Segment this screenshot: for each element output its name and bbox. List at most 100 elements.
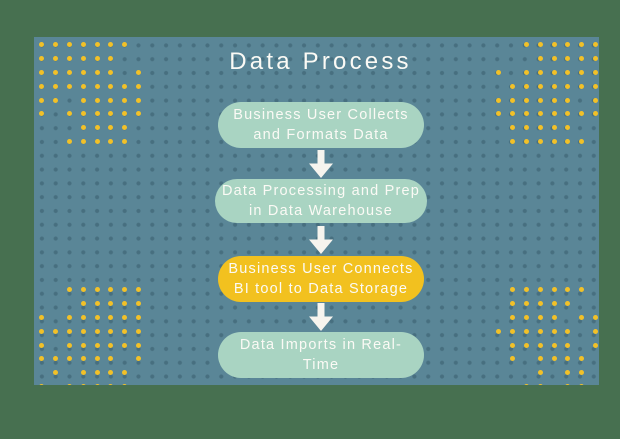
yellow-dot	[94, 384, 100, 385]
yellow-dot	[80, 287, 86, 293]
yellow-dot	[551, 56, 557, 62]
yellow-dot	[565, 370, 571, 376]
yellow-dot	[593, 315, 598, 320]
yellow-dot	[593, 56, 598, 62]
yellow-dot	[39, 56, 45, 62]
yellow-dot	[53, 56, 59, 62]
yellow-dot	[67, 315, 72, 320]
yellow-dot	[524, 342, 529, 348]
yellow-dot	[524, 125, 529, 131]
yellow-dot	[67, 42, 72, 48]
yellow-dot	[108, 111, 114, 117]
yellow-dot	[122, 42, 128, 48]
flow-step-connect-bi: Business User Connects BI tool to Data S…	[218, 256, 424, 302]
yellow-dot	[524, 139, 529, 144]
yellow-dot	[551, 125, 557, 131]
yellow-dot	[496, 111, 502, 117]
yellow-dot	[80, 70, 86, 75]
yellow-dot	[496, 328, 502, 334]
yellow-dot	[593, 328, 598, 334]
arrow-down-icon	[309, 150, 333, 178]
yellow-dot	[67, 328, 72, 334]
yellow-dot	[108, 328, 114, 334]
yellow-dot	[80, 356, 86, 362]
main-panel: Data Process Business User Collects and …	[34, 37, 599, 385]
yellow-dot	[94, 328, 100, 334]
yellow-dot	[80, 328, 86, 334]
yellow-dot	[108, 370, 114, 376]
yellow-dot	[537, 97, 543, 103]
yellow-dot	[593, 342, 598, 348]
yellow-dot	[108, 83, 114, 89]
yellow-dot	[537, 301, 543, 307]
yellow-dot	[94, 70, 100, 75]
yellow-dot	[537, 356, 543, 362]
yellow-dot	[524, 287, 529, 293]
yellow-dot	[94, 42, 100, 48]
yellow-dot	[136, 287, 141, 293]
yellow-dot	[537, 287, 543, 293]
yellow-dot	[67, 83, 72, 89]
yellow-dot	[524, 328, 529, 334]
yellow-dot	[94, 315, 100, 320]
yellow-dot	[510, 139, 516, 144]
yellow-dot	[39, 315, 45, 320]
yellow-dot	[94, 342, 100, 348]
yellow-dot	[67, 56, 72, 62]
yellow-dot	[510, 97, 516, 103]
yellow-dot	[39, 70, 45, 75]
yellow-dot	[108, 356, 114, 362]
yellow-dot	[593, 111, 598, 117]
yellow-dot	[122, 125, 128, 131]
yellow-dot	[510, 301, 516, 307]
yellow-dot	[80, 315, 86, 320]
corner-dots-top-right	[492, 38, 599, 149]
yellow-dot	[80, 139, 86, 144]
yellow-dot	[94, 301, 100, 307]
yellow-dot	[80, 111, 86, 117]
yellow-dot	[67, 70, 72, 75]
yellow-dot	[551, 287, 557, 293]
yellow-dot	[122, 97, 128, 103]
yellow-dot	[510, 83, 516, 89]
yellow-dot	[122, 111, 128, 117]
yellow-dot	[510, 356, 516, 362]
yellow-dot	[67, 111, 72, 117]
yellow-dot	[39, 97, 45, 103]
yellow-dot	[565, 97, 571, 103]
yellow-dot	[53, 97, 59, 103]
yellow-dot	[94, 56, 100, 62]
yellow-dot	[108, 301, 114, 307]
yellow-dot	[94, 97, 100, 103]
yellow-dot	[122, 370, 128, 376]
yellow-dot	[593, 97, 598, 103]
flow-step-label-line: in Data Warehouse	[249, 203, 393, 219]
yellow-dot	[551, 342, 557, 348]
yellow-dot	[565, 384, 571, 385]
yellow-dot	[136, 111, 141, 117]
yellow-dot	[579, 139, 585, 144]
yellow-dot	[108, 97, 114, 103]
yellow-dot	[136, 97, 141, 103]
flow-step-label-line: BI tool to Data Storage	[233, 281, 409, 297]
yellow-dot	[108, 42, 114, 48]
yellow-dot	[94, 287, 100, 293]
yellow-dot	[579, 384, 585, 385]
flow-step-collect: Business User Collects and Formats Data	[218, 102, 424, 148]
yellow-dot	[565, 328, 571, 334]
yellow-dot	[537, 315, 543, 320]
yellow-dot	[524, 42, 529, 48]
yellow-dot	[136, 301, 141, 307]
yellow-dot	[122, 139, 128, 144]
yellow-dot	[39, 356, 45, 362]
yellow-dot	[537, 70, 543, 75]
yellow-dot	[108, 56, 114, 62]
yellow-dot	[524, 83, 529, 89]
yellow-dot	[94, 125, 100, 131]
yellow-dot	[94, 356, 100, 362]
yellow-dot	[94, 83, 100, 89]
corner-dots-top-left	[35, 38, 146, 149]
yellow-dot	[67, 342, 72, 348]
yellow-dot	[593, 83, 598, 89]
yellow-dot	[53, 370, 59, 376]
